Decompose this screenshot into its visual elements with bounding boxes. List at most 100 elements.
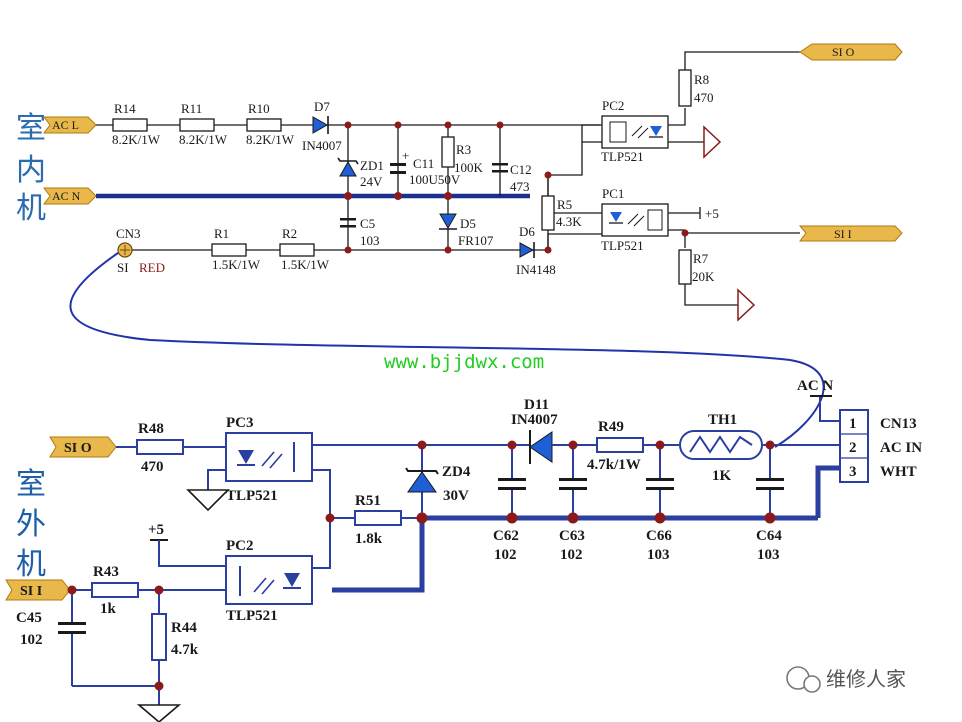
c12-value: 473 [510,179,530,194]
c64-capacitor [756,445,784,518]
indoor-label-char-2: 内 [16,153,46,188]
r14-value: 8.2K/1W [112,132,161,147]
d11-value: IN4007 [511,412,558,428]
d7-ref: D7 [314,99,330,114]
r3-body [441,136,455,168]
net-tag-acl: AC L [43,116,97,134]
r51-ref: R51 [355,493,381,509]
c5-ref: C5 [360,216,375,231]
pc3-optocoupler [225,432,313,482]
c63-capacitor [559,445,587,518]
outdoor-pc2-ref: PC2 [226,538,254,554]
r5-ref: R5 [557,197,572,212]
cn3-color: RED [139,260,165,275]
c5-capacitor [340,218,356,228]
r2-ref: R2 [282,226,297,241]
indoor-pc1-ref: PC1 [602,186,624,201]
website-watermark: www.bjjdwx.com [384,351,544,373]
c12-capacitor [492,163,508,173]
r3-value: 100K [454,160,484,175]
d7-diode [312,116,329,134]
outdoor-label-char-2: 外 [16,507,46,542]
indoor-label-char-1: 室 [16,111,46,146]
indoor-pc1-optocoupler [601,203,669,237]
r5-value: 4.3K [556,214,582,229]
r44-ref: R44 [171,620,197,636]
net-tag-indoor-sii: SI I [798,225,903,242]
d6-ref: D6 [519,224,535,239]
r49-value: 4.7k/1W [587,457,641,473]
indoor-junctions [344,121,689,254]
outdoor-label-char-3: 机 [16,547,46,582]
net-acl-label: AC L [52,118,79,132]
cn13-label: AC IN [880,440,922,456]
outdoor-ground-symbol-2 [136,704,182,722]
d5-value: FR107 [458,233,494,248]
r51-body [354,510,402,526]
brand-name: 维修人家 [826,667,906,691]
cn13-pin-3: 3 [849,464,857,480]
cn3-ref: CN3 [116,226,141,241]
r11-body [179,118,215,132]
indoor-section: 室 内 机 AC L AC N R14 8.2K/1W R11 8.2K/1W … [16,43,903,322]
r2-body [279,243,315,257]
r5-body [541,195,555,231]
cn13-color: WHT [880,464,917,480]
d5-diode [439,213,457,230]
d6-diode [519,242,535,258]
indoor-pc2-ref: PC2 [602,98,624,113]
outdoor-acn-label: AC N [797,378,833,394]
r44-body [151,613,167,661]
c64-ref: C64 [756,528,782,544]
r7-ref: R7 [693,251,709,266]
indoor-pc2-optocoupler [601,115,669,149]
r8-ref: R8 [694,72,709,87]
indoor-pc2-value: TLP521 [601,149,644,164]
cn3-pin: SI [117,260,129,275]
r1-body [211,243,247,257]
r49-ref: R49 [598,419,624,435]
r10-body [246,118,282,132]
r43-value: 1k [100,601,117,617]
indoor-sii-label: SI I [834,227,852,241]
outdoor-sii-label: SI I [20,584,42,599]
r14-ref: R14 [114,101,136,116]
c66-capacitor [646,445,674,518]
r10-ref: R10 [248,101,270,116]
net-acn-label: AC N [52,189,81,203]
signal-link-wire [69,252,825,448]
c12-ref: C12 [510,162,532,177]
outdoor-plus5: +5 [148,522,164,538]
indoor-sio-label: SI O [832,45,855,59]
c66-value: 103 [647,547,670,563]
net-tag-outdoor-sio: SI O [49,436,117,458]
r14-body [112,118,148,132]
c62-capacitor [498,445,526,518]
r7-value: 20K [692,269,715,284]
cn13-ref: CN13 [880,416,917,432]
indoor-label-char-3: 机 [16,191,46,226]
r11-value: 8.2K/1W [179,132,228,147]
c11-capacitor: + [390,148,409,174]
c45-ref: C45 [16,610,42,626]
r3-ref: R3 [456,142,471,157]
brand-watermark: 维修人家 [786,666,906,693]
th1-value: 1K [712,468,732,484]
zd4-value: 30V [443,488,469,504]
r49-body [596,437,644,453]
r48-value: 470 [141,459,164,475]
r43-body [91,582,139,598]
indoor-plus5: +5 [705,206,719,221]
c45-capacitor [58,590,86,686]
outdoor-pc2-value: TLP521 [226,608,278,624]
c45-value: 102 [20,632,43,648]
zd1-zener [337,157,359,177]
r7-body [678,249,692,285]
c63-ref: C63 [559,528,585,544]
cn13-pin-1: 1 [849,416,857,432]
d5-ref: D5 [460,216,476,231]
outdoor-sio-label: SI O [64,441,92,456]
net-tag-acn: AC N [43,187,97,205]
outdoor-ground-symbol-1 [186,489,230,512]
